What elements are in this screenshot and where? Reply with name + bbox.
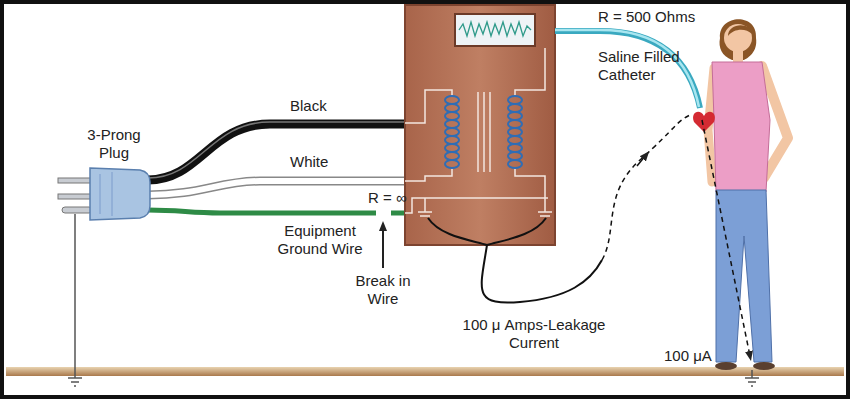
resistance-label: R = ∞ [368,189,407,207]
current-arrow [637,155,646,166]
internal-wiring [405,48,552,216]
callout-label: Break in Wire [355,272,411,308]
monitor-screen [455,14,535,46]
wire-label: White [290,153,328,171]
cord-highlight [148,122,405,178]
white-cord [148,181,405,195]
leakage-wire [428,218,546,245]
wire-label: Equipment Ground Wire [266,222,374,258]
monitor-housing [405,5,555,245]
black-cord [148,124,405,180]
transformer-coil [445,96,522,168]
pointer-arrow [382,226,384,268]
ground-wire-green [148,210,376,213]
current-label: 100 μ Amps-Leakage Current [458,316,610,352]
wire-label: Black [290,97,327,115]
leakage-path-dashed [602,114,692,260]
catheter [555,31,700,108]
part-label: Saline Filled Catheter [598,48,698,84]
ground-symbol [745,370,759,386]
ground-wire [74,214,76,370]
current-label: 100 μA [664,347,712,365]
white-cord-fill [148,181,405,195]
part-label: 3-Prong Plug [76,126,152,162]
ground-wire-green [391,211,405,216]
resistance-label: R = 500 Ohms [598,8,695,26]
leakage-path [482,245,602,303]
patient-figure [693,19,788,370]
body-current-path [702,120,750,356]
three-prong-plug [58,168,150,220]
catheter-highlight [555,30,699,107]
ground-symbol [68,370,82,386]
ecg-trace [459,22,531,36]
